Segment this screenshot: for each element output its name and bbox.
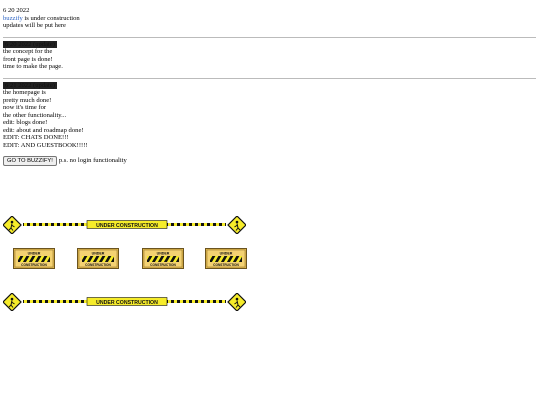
buzzify-link[interactable]: buzzify (3, 14, 23, 22)
status-text: is under construction (22, 14, 80, 22)
divider (3, 77, 536, 79)
svg-text:CONSTRUCTION: CONSTRUCTION (21, 263, 47, 267)
worker-sign-icon (227, 293, 246, 311)
update-line: the homepage is (3, 89, 46, 96)
under-construction-sign-icon: UNDER CONSTRUCTION (77, 248, 119, 269)
banner-text: UNDER CONSTRUCTION (96, 223, 158, 229)
banner-text: UNDER CONSTRUCTION (96, 300, 158, 306)
update-line: the other functionality... (3, 111, 67, 119)
worker-sign-icon (3, 216, 22, 234)
status-line: buzzify is under construction (3, 15, 537, 23)
update-badge: 6 21 2022 (update) (3, 81, 537, 90)
go-to-buzzify-button[interactable]: GO TO BUZZIFY! (3, 156, 57, 166)
svg-text:UNDER: UNDER (28, 252, 41, 256)
svg-text:UNDER: UNDER (92, 252, 105, 256)
svg-text:UNDER: UNDER (157, 252, 170, 256)
update-badge-label: 6 20 2022 (update) (3, 40, 57, 48)
update-line: EDIT: CHATS DONE!!! (3, 134, 69, 141)
updates-note: updates will be put here (3, 22, 66, 29)
worker-sign-icon (3, 293, 22, 311)
update-line: edit: blogs done! (3, 119, 48, 126)
under-construction-sign-icon: UNDER CONSTRUCTION (13, 248, 55, 269)
page-content: 6 20 2022 buzzify is under construction … (3, 7, 537, 166)
svg-text:CONSTRUCTION: CONSTRUCTION (85, 263, 111, 267)
under-construction-banner: UNDER CONSTRUCTION (3, 293, 246, 311)
update-line: front page is done! (3, 55, 53, 63)
under-construction-sign-icon: UNDER CONSTRUCTION (142, 248, 184, 269)
update-badge: 6 20 2022 (update) (3, 40, 537, 49)
worker-sign-icon (227, 216, 246, 234)
svg-text:UNDER: UNDER (220, 252, 233, 256)
under-construction-banner: UNDER CONSTRUCTION (3, 216, 246, 234)
update-line: edit: about and roadmap done! (3, 126, 84, 134)
update-line: EDIT: AND GUESTBOOK!!!!! (3, 141, 88, 149)
update-line: now it's time for (3, 104, 47, 111)
update-date: 6 20 2022 (3, 7, 30, 14)
divider (3, 36, 536, 38)
ps-note: p.s. no login functionality (58, 157, 127, 165)
update-line: the concept for the (3, 48, 53, 55)
under-construction-sign-icon: UNDER CONSTRUCTION (205, 248, 247, 269)
update-line: time to make the page. (3, 63, 63, 70)
svg-text:CONSTRUCTION: CONSTRUCTION (150, 263, 176, 267)
update-line: pretty much done! (3, 96, 52, 104)
svg-text:CONSTRUCTION: CONSTRUCTION (213, 263, 239, 267)
action-row: GO TO BUZZIFY! p.s. no login functionali… (3, 156, 537, 166)
update-badge-label: 6 21 2022 (update) (3, 81, 57, 89)
